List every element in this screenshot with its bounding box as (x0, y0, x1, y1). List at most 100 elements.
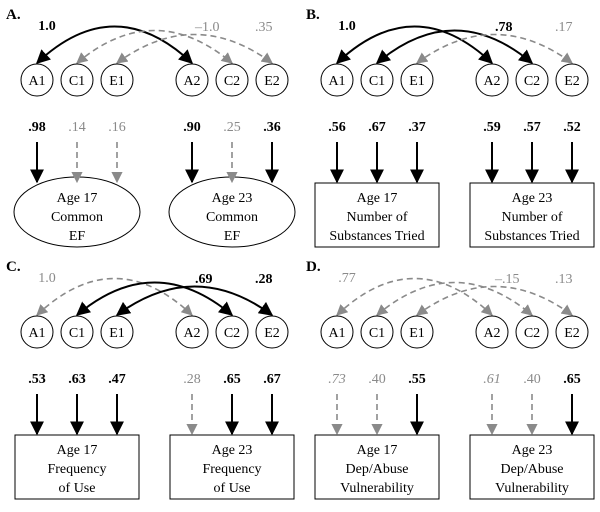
latent-node-label: A1 (28, 326, 45, 341)
outcome-label: of Use (59, 481, 96, 496)
latent-node-label: E2 (264, 326, 280, 341)
latent-node (475, 63, 509, 97)
loading-label: .61 (483, 372, 501, 387)
latent-node (320, 315, 354, 349)
outcome-label: Substances Tried (484, 229, 579, 244)
outcome-label: Age 23 (512, 443, 553, 458)
latent-node-label: A1 (28, 74, 45, 89)
latent-node-label: C2 (224, 74, 240, 89)
latent-node (515, 63, 549, 97)
loading-label: .67 (263, 372, 281, 387)
correlation-label: –1.0 (194, 20, 220, 35)
outcome-box (314, 182, 440, 248)
loading-label: .65 (223, 372, 241, 387)
correlation-label: –.15 (494, 272, 520, 287)
latent-node-label: E1 (409, 74, 425, 89)
outcome-label: Age 23 (512, 191, 553, 206)
outcome-label: EF (69, 229, 86, 244)
latent-node (60, 315, 94, 349)
latent-node (60, 63, 94, 97)
latent-node-label: C1 (369, 74, 385, 89)
latent-node (555, 63, 589, 97)
correlation-label: .69 (195, 272, 213, 287)
latent-node (175, 63, 209, 97)
latent-node (400, 315, 434, 349)
latent-node-label: A2 (483, 74, 500, 89)
latent-node-label: E1 (109, 326, 125, 341)
latent-node (100, 63, 134, 97)
latent-node-label: C2 (224, 326, 240, 341)
latent-node (320, 63, 354, 97)
outcome-label: Common (206, 210, 258, 225)
latent-node (400, 63, 434, 97)
outcome-label: Age 17 (57, 443, 98, 458)
correlation-arc (416, 285, 573, 316)
loading-label: .57 (523, 120, 541, 135)
latent-node-label: E2 (264, 74, 280, 89)
outcome-box (469, 182, 595, 248)
latent-node (475, 315, 509, 349)
outcome-label: Age 23 (212, 191, 253, 206)
outcome-label: Age 17 (357, 443, 398, 458)
outcome-label: Age 17 (57, 191, 98, 206)
panel-label: B. (306, 7, 320, 23)
latent-node (215, 315, 249, 349)
loading-label: .52 (563, 120, 581, 135)
latent-node-label: E2 (564, 326, 580, 341)
outcome-box (314, 434, 440, 500)
outcome-label: Frequency (202, 462, 261, 477)
outcome-label: Vulnerability (340, 481, 414, 496)
correlation-label: 1.0 (338, 19, 356, 34)
outcome-label: Dep/Abuse (346, 462, 409, 477)
loading-label: .36 (263, 120, 281, 135)
latent-node-label: C1 (69, 74, 85, 89)
latent-node (360, 315, 394, 349)
loading-label: .37 (408, 120, 426, 135)
latent-node-label: A2 (183, 326, 200, 341)
loading-label: .47 (108, 372, 126, 387)
outcome-label: EF (224, 229, 241, 244)
latent-node (215, 63, 249, 97)
correlation-arc (76, 29, 233, 64)
loading-label: .28 (183, 372, 201, 387)
latent-node-label: C2 (524, 74, 540, 89)
loading-label: .55 (408, 372, 426, 387)
latent-node (175, 315, 209, 349)
outcome-label: Number of (501, 210, 562, 225)
correlation-arc (35, 25, 194, 64)
correlation-label: .35 (255, 20, 273, 35)
latent-node (20, 63, 54, 97)
latent-node-label: C1 (369, 326, 385, 341)
latent-node-label: C2 (524, 326, 540, 341)
outcome-label: Frequency (47, 462, 106, 477)
latent-node (20, 315, 54, 349)
latent-node (255, 63, 289, 97)
outcome-label: Vulnerability (495, 481, 569, 496)
latent-node (100, 315, 134, 349)
latent-node-label: E1 (409, 326, 425, 341)
correlation-arc (115, 285, 274, 316)
outcome-label: Substances Tried (329, 229, 424, 244)
latent-node-label: A2 (183, 74, 200, 89)
loading-label: .14 (68, 120, 86, 135)
latent-node-label: A2 (483, 326, 500, 341)
correlation-label: 1.0 (38, 271, 56, 286)
panel-label: A. (6, 7, 21, 23)
correlation-label: .78 (495, 20, 513, 35)
loading-label: .40 (368, 372, 386, 387)
loading-label: .53 (28, 372, 46, 387)
outcome-label: Common (51, 210, 103, 225)
outcome-label: Dep/Abuse (501, 462, 564, 477)
latent-node (555, 315, 589, 349)
correlation-label: .77 (338, 271, 356, 286)
outcome-label: Age 23 (212, 443, 253, 458)
latent-node-label: E1 (109, 74, 125, 89)
correlation-label: .13 (555, 272, 573, 287)
latent-node (360, 63, 394, 97)
correlation-arc (376, 281, 533, 316)
latent-node (515, 315, 549, 349)
